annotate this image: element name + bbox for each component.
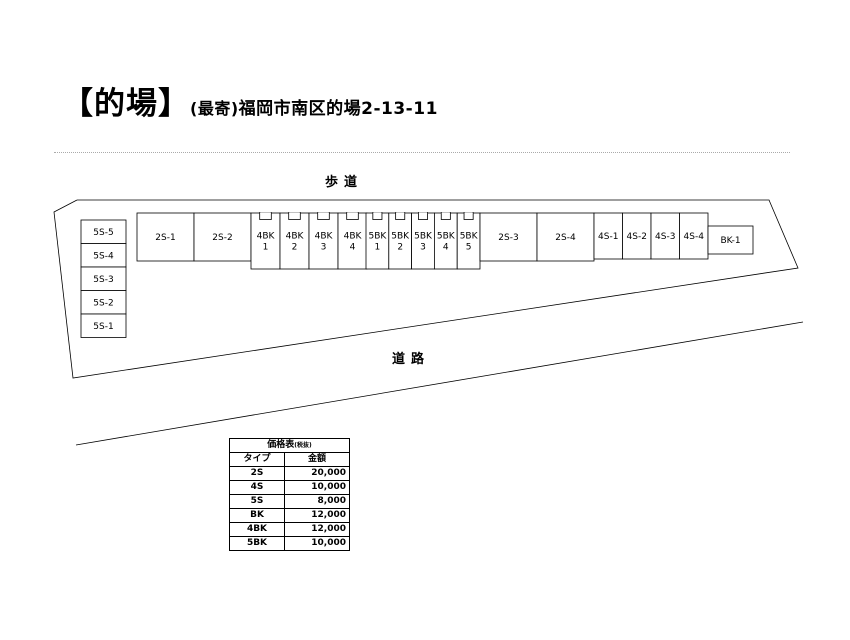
stall-label: 5BK xyxy=(414,232,433,242)
stall-label: 5BK xyxy=(368,232,387,242)
stall-label: 2 xyxy=(397,243,403,253)
price-table-caption-row: 価格表(税抜) xyxy=(229,438,350,453)
parking-stall: 4S-2 xyxy=(622,212,652,260)
site-address: 福岡市南区的場2-13-11 xyxy=(238,99,438,119)
parking-stall: 4S-1 xyxy=(593,212,623,260)
divider-line xyxy=(54,152,790,153)
parking-stall: 5S-5 xyxy=(80,219,127,244)
site-name: 【的場】 xyxy=(62,86,190,122)
lot-boundary xyxy=(53,199,799,379)
parking-stall: 2S-1 xyxy=(136,212,195,262)
stall-label: 2S-1 xyxy=(155,233,175,243)
stall-label: 2S-3 xyxy=(498,233,518,243)
row-type: 2S xyxy=(229,466,285,481)
price-table-caption: 価格表(税抜) xyxy=(229,438,350,453)
stall-label: 4 xyxy=(443,243,449,253)
stall-label: 4S-2 xyxy=(627,232,647,242)
row-type: 5BK xyxy=(229,536,285,551)
parking-stall: 5S-3 xyxy=(80,266,127,291)
stall-label: 4S-3 xyxy=(655,232,675,242)
stall-label: 1 xyxy=(375,243,381,253)
stall-label: 4S-1 xyxy=(598,232,618,242)
row-price: 12,000 xyxy=(284,522,350,537)
row-type: 5S xyxy=(229,494,285,509)
parking-stall: 2S-4 xyxy=(536,212,595,262)
stall-label: 4BK xyxy=(286,232,305,242)
stall-label: 4S-4 xyxy=(684,232,705,242)
row-price: 10,000 xyxy=(284,480,350,495)
stall-label: 5S-2 xyxy=(93,298,113,308)
page-title: 【的場】(最寄)福岡市南区的場2-13-11 xyxy=(62,78,438,123)
parking-stall: 5S-4 xyxy=(80,243,127,268)
parking-stall: 4S-3 xyxy=(650,212,680,260)
stall-label: 5S-3 xyxy=(93,275,113,285)
stall-label: 3 xyxy=(321,243,327,253)
row-type: 4S xyxy=(229,480,285,495)
stall-label: 5BK xyxy=(391,232,410,242)
stall-label: 1 xyxy=(263,243,269,253)
stall-label: 5BK xyxy=(437,232,456,242)
row-price: 12,000 xyxy=(284,508,350,523)
caption-note: (税抜) xyxy=(294,442,312,449)
parking-stall: 2S-3 xyxy=(479,212,538,262)
row-price: 8,000 xyxy=(284,494,350,509)
stall-label: 4BK xyxy=(344,232,363,242)
stall-label: 5S-1 xyxy=(93,322,113,332)
stall-label: 5 xyxy=(466,243,472,253)
parking-stall: 2S-2 xyxy=(193,212,252,262)
stall-label: 2S-2 xyxy=(212,233,232,243)
stall-label: 2 xyxy=(292,243,298,253)
nearest-label: (最寄) xyxy=(190,99,239,118)
stall-label: 4BK xyxy=(257,232,276,242)
caption-text: 価格表 xyxy=(267,440,295,450)
row-price: 20,000 xyxy=(284,466,350,481)
row-type: 4BK xyxy=(229,522,285,537)
parking-stall: 4S-4 xyxy=(679,212,709,260)
parking-stall: 5S-1 xyxy=(80,313,127,338)
stall-label: 5BK xyxy=(460,232,479,242)
parking-stall: 5S-2 xyxy=(80,290,127,315)
stall-label: 5S-5 xyxy=(93,228,113,238)
stall-label: BK-1 xyxy=(720,236,740,246)
road-label: 道路 xyxy=(392,352,431,367)
sidewalk-label: 歩道 xyxy=(325,175,364,190)
price-table-header-row: タイプ 金額 xyxy=(229,452,350,467)
stall-label: 4 xyxy=(350,243,356,253)
row-type: BK xyxy=(229,508,285,523)
road-edge xyxy=(75,321,804,446)
stall-label: 4BK xyxy=(315,232,334,242)
header-type: タイプ xyxy=(229,452,285,467)
parking-stall: BK-1 xyxy=(707,225,754,255)
stall-label: 5S-4 xyxy=(93,251,114,261)
row-price: 10,000 xyxy=(284,536,350,551)
stall-label: 2S-4 xyxy=(555,233,576,243)
header-price: 金額 xyxy=(284,452,350,467)
stall-label: 3 xyxy=(420,243,426,253)
